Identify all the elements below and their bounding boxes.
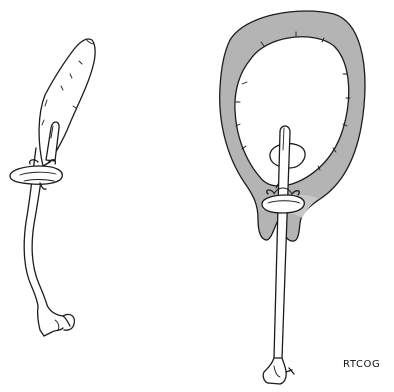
right-uterus-with-balloon: [220, 11, 365, 384]
left-condom-tie: [10, 160, 62, 190]
left-catheter-connector: [38, 305, 75, 336]
right-catheter-connector: [263, 358, 294, 384]
credit-label: RTCOG: [343, 359, 380, 370]
left-catheter-with-condom: [10, 39, 95, 336]
